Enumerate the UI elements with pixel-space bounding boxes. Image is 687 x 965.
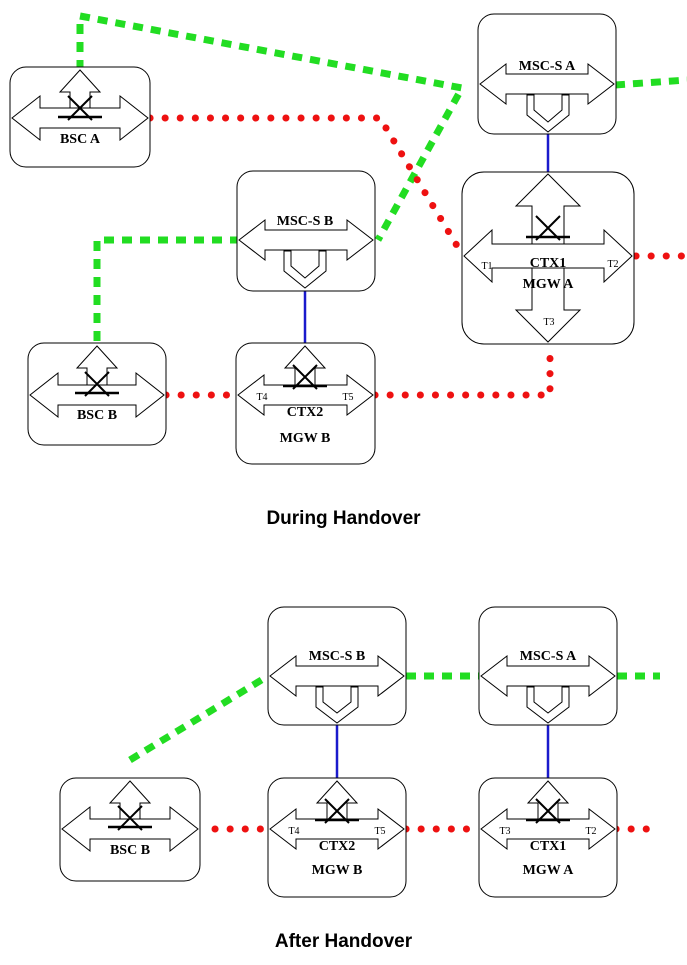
node-label: BSC A — [60, 132, 101, 147]
bidirectional-arrow-icon — [269, 807, 405, 851]
node-msc-s-a: MSC-S A — [478, 606, 618, 726]
context-label: CTX2 — [287, 405, 324, 420]
bearer-link-bsc-a-to-mgw-a — [146, 114, 466, 258]
signalling-link-bsc-b-to-msc-s-b — [128, 673, 270, 763]
bidirectional-arrow-icon — [238, 218, 374, 262]
signalling-links-after — [128, 672, 660, 763]
down-arrow-icon — [514, 267, 582, 343]
bidirectional-arrow-icon — [237, 373, 374, 417]
signalling-links-during — [76, 11, 687, 341]
termination-label-t4: T4 — [256, 392, 267, 403]
node-mgw-b: CTX2 MGW B T4 T5 — [267, 777, 407, 898]
context-label: CTX2 — [319, 839, 356, 854]
node-label: MGW B — [312, 863, 363, 878]
node-mgw-a: CTX1 MGW A T1 T2 T3 — [461, 171, 635, 345]
t-junction-arrow-icon — [526, 94, 570, 133]
termination-label-t3: T3 — [499, 826, 510, 837]
node-label: MGW A — [523, 863, 575, 878]
node-label: BSC B — [77, 408, 117, 423]
bidirectional-arrow-icon — [480, 807, 616, 851]
node-label: MGW A — [523, 277, 575, 292]
node-label: MSC-S B — [277, 214, 333, 229]
termination-label-t3: T3 — [543, 317, 554, 328]
node-label: MSC-S B — [309, 649, 365, 664]
termination-label-t1: T1 — [481, 261, 492, 272]
termination-label-t2: T2 — [607, 259, 618, 270]
termination-label-t5: T5 — [342, 392, 353, 403]
bearer-link-mgw-b-to-mgw-a — [371, 340, 554, 399]
node-label: MSC-S A — [519, 59, 576, 74]
node-mgw-b: CTX2 MGW B T4 T5 — [235, 342, 376, 465]
signalling-link-bsc-a-to-msc-s-a — [76, 11, 468, 242]
termination-label-t5: T5 — [374, 826, 385, 837]
node-msc-s-a: MSC-S A — [477, 13, 617, 135]
caption-during-handover: During Handover — [266, 508, 421, 529]
t-junction-arrow-icon — [315, 686, 359, 724]
bidirectional-arrow-icon — [480, 654, 616, 698]
node-label: MSC-S A — [520, 649, 577, 664]
bidirectional-arrow-icon — [29, 371, 165, 419]
node-label: BSC B — [110, 843, 150, 858]
context-label: CTX1 — [530, 839, 567, 854]
bidirectional-arrow-icon — [269, 654, 405, 698]
caption-after-handover: After Handover — [274, 931, 413, 952]
t-junction-arrow-icon — [283, 250, 327, 289]
bidirectional-arrow-icon — [61, 805, 199, 853]
t-junction-arrow-icon — [526, 686, 570, 724]
node-msc-s-b: MSC-S B — [236, 170, 376, 292]
termination-label-t2: T2 — [585, 826, 596, 837]
signalling-link-msc-s-a-out — [614, 76, 687, 89]
node-mgw-a: CTX1 MGW A T3 T2 — [478, 777, 618, 898]
node-bsc-b: BSC B — [27, 342, 167, 446]
node-label: MGW B — [280, 431, 331, 446]
during-handover-diagram: BSC A MSC-S A MSC-S B CTX1 MGW A T1 T2 — [9, 11, 687, 465]
after-handover-diagram: MSC-S B MSC-S A BSC B CTX2 MGW B T4 T5 — [59, 606, 664, 898]
signalling-link-bsc-b-to-msc-s-b — [93, 236, 237, 341]
bearer-links-during — [146, 114, 687, 399]
bidirectional-arrow-icon — [463, 228, 633, 284]
up-arrow-icon — [514, 173, 582, 245]
bidirectional-arrow-icon — [479, 62, 615, 106]
node-msc-s-b: MSC-S B — [267, 606, 407, 726]
node-bsc-a: BSC A — [9, 66, 151, 168]
context-label: CTX1 — [530, 256, 567, 271]
node-bsc-b: BSC B — [59, 777, 201, 882]
termination-label-t4: T4 — [288, 826, 299, 837]
